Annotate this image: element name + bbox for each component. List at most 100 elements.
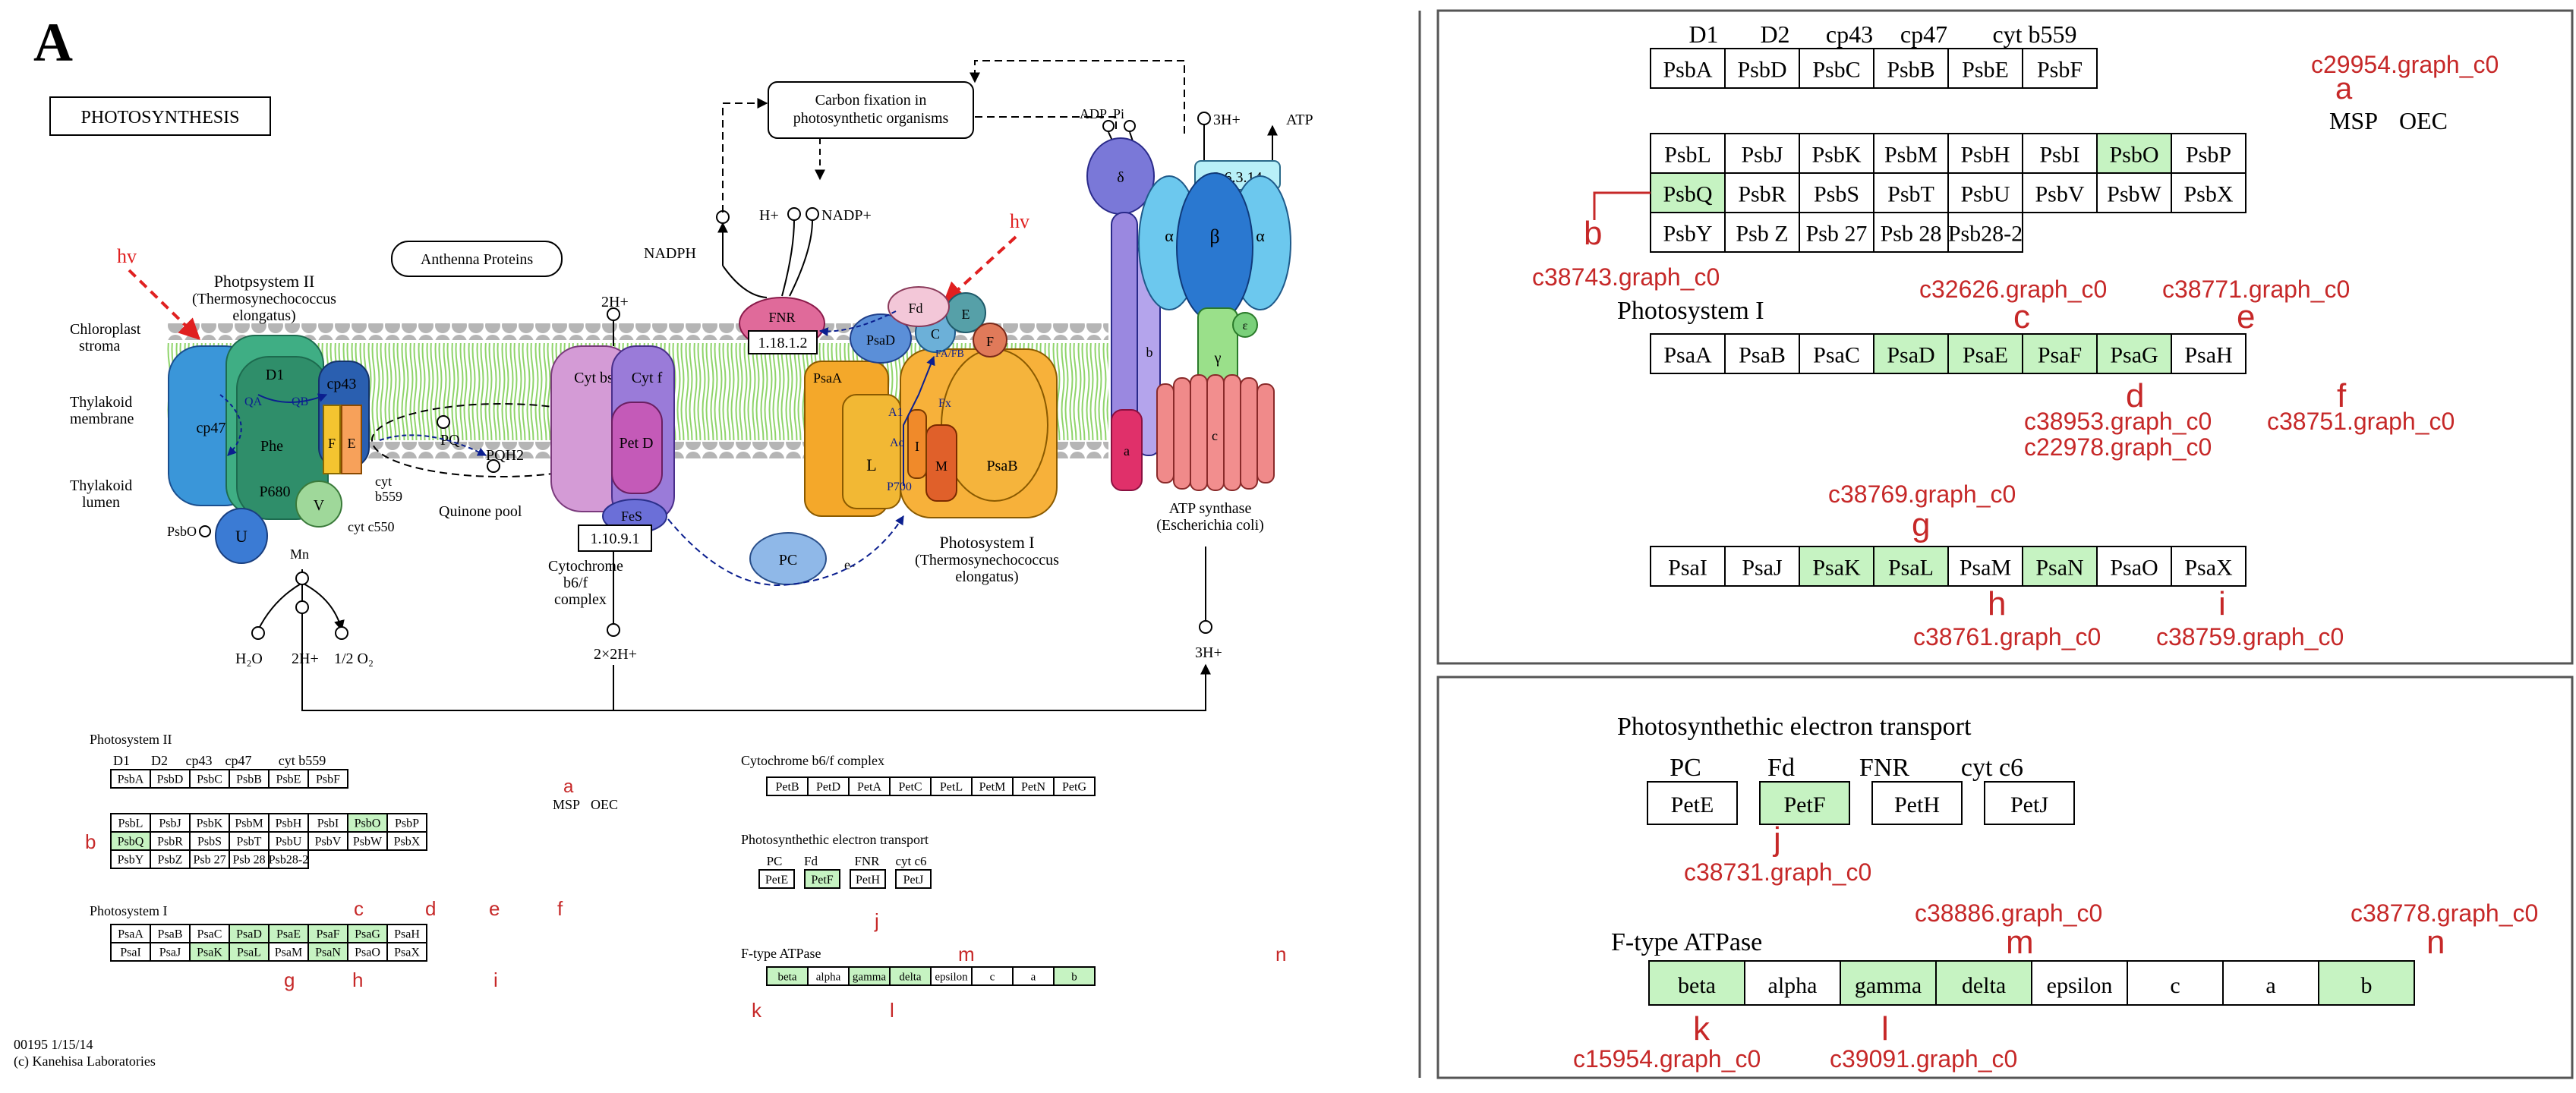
- psii-large-cell[interactable]: [1724, 133, 1800, 174]
- psi-small-cell[interactable]: [110, 924, 151, 943]
- psii-large-cell[interactable]: [2022, 172, 2098, 213]
- psii-small-cell[interactable]: [189, 769, 230, 789]
- psi-small-label: PsaC: [197, 928, 222, 940]
- psii-small-cell[interactable]: [307, 769, 348, 789]
- psii-small-cell[interactable]: [189, 831, 230, 851]
- psi-small-cell[interactable]: [110, 942, 151, 962]
- psii-small-cell[interactable]: [189, 849, 230, 869]
- cyt-small-cell[interactable]: [930, 776, 973, 796]
- psii-large-label: PsbM: [1884, 142, 1938, 167]
- psii-large-cell[interactable]: [1799, 133, 1874, 174]
- psii-small-cell[interactable]: [189, 813, 230, 833]
- cyt-small-cell[interactable]: [766, 776, 809, 796]
- psi-small-label: PsaG: [355, 928, 380, 940]
- atp-large-cell[interactable]: [2318, 960, 2415, 1006]
- psii-large-cell[interactable]: [1799, 48, 1874, 89]
- psi-small-label: PsaH: [394, 928, 420, 940]
- psii-large-cell[interactable]: [1650, 133, 1726, 174]
- atp-small-cell[interactable]: [971, 966, 1014, 986]
- psii-large-cell[interactable]: [1873, 212, 1949, 253]
- psii-large-cell[interactable]: [1650, 212, 1726, 253]
- psi-small-cell[interactable]: [386, 924, 427, 943]
- psii-small-cell[interactable]: [110, 813, 151, 833]
- psii-large-cell[interactable]: [2171, 172, 2247, 213]
- psi-small-cell[interactable]: [386, 942, 427, 962]
- atp-large-cell[interactable]: [1648, 960, 1745, 1006]
- annotation-b: b: [1584, 215, 1602, 252]
- atp-large-cell[interactable]: [1840, 960, 1937, 1006]
- psi-large-cell[interactable]: [2096, 546, 2172, 587]
- psii-small-label: PsbW: [353, 835, 383, 848]
- psi-large-cell[interactable]: [1724, 546, 1800, 587]
- atp-large-cell[interactable]: [2127, 960, 2224, 1006]
- psi-large-cell[interactable]: [2022, 333, 2098, 374]
- svg-text:c: c: [1212, 428, 1218, 443]
- svg-text:cyt c550: cyt c550: [348, 519, 394, 534]
- psi-large-cell[interactable]: [2171, 546, 2247, 587]
- svg-text:photosynthetic organisms: photosynthetic organisms: [793, 110, 949, 127]
- psii-small-cell[interactable]: [110, 769, 151, 789]
- psi-large-cell[interactable]: [1873, 333, 1949, 374]
- atp-large-label: delta: [1962, 973, 2006, 998]
- psii-large-cell[interactable]: [1799, 172, 1874, 213]
- pet-large-cell[interactable]: [1647, 781, 1738, 825]
- psi-large-label: PsaG: [2110, 342, 2158, 367]
- psi-small-cell[interactable]: [347, 924, 388, 943]
- psii-small-cell[interactable]: [150, 831, 191, 851]
- psii-large-cell[interactable]: [1873, 48, 1949, 89]
- psii-small-cell[interactable]: [307, 831, 348, 851]
- atp-small-cell[interactable]: [930, 966, 973, 986]
- psii-large-cell[interactable]: [1724, 48, 1800, 89]
- psi-large-cell[interactable]: [2096, 333, 2172, 374]
- pet-small-cell[interactable]: [804, 869, 840, 889]
- atp-large-cell[interactable]: [2222, 960, 2319, 1006]
- cyt-small-cell[interactable]: [1053, 776, 1096, 796]
- psi-large-cell[interactable]: [1947, 333, 2023, 374]
- psi-large-cell[interactable]: [2171, 333, 2247, 374]
- atp-small-cell[interactable]: [766, 966, 809, 986]
- pet-small-cell[interactable]: [850, 869, 886, 889]
- cyt-small-cell[interactable]: [971, 776, 1014, 796]
- psii-small-cell[interactable]: [268, 849, 309, 869]
- psi-large-cell[interactable]: [1947, 546, 2023, 587]
- psi-large-cell[interactable]: [1650, 546, 1726, 587]
- atp-small-cell[interactable]: [1053, 966, 1096, 986]
- cyt-small-cell[interactable]: [1012, 776, 1055, 796]
- psi-large-cell[interactable]: [2022, 546, 2098, 587]
- atp-small-cell[interactable]: [807, 966, 850, 986]
- pet-small-cell[interactable]: [758, 869, 795, 889]
- pet-small-cell[interactable]: [895, 869, 932, 889]
- psii-small-cell[interactable]: [268, 769, 309, 789]
- psii-large-cell[interactable]: [2022, 133, 2098, 174]
- psii-large-cell[interactable]: [1947, 172, 2023, 213]
- atp-small-label: c: [990, 971, 995, 983]
- psi-small-cell[interactable]: [347, 942, 388, 962]
- psii-large-cell[interactable]: [2022, 48, 2098, 89]
- psi-large-cell[interactable]: [1799, 333, 1874, 374]
- psi-large-cell[interactable]: [1650, 333, 1726, 374]
- svg-text:γ: γ: [1214, 350, 1222, 367]
- pet-large-cell[interactable]: [1871, 781, 1963, 825]
- pet-large-cell[interactable]: [1759, 781, 1850, 825]
- psi-small-label: PsaL: [237, 946, 261, 959]
- psii-large-cell[interactable]: [1947, 212, 2023, 253]
- psii-small-label: PsbL: [118, 817, 143, 830]
- atp-small-cell[interactable]: [1012, 966, 1055, 986]
- pet-large-cell[interactable]: [1984, 781, 2075, 825]
- atp-large-cell[interactable]: [2031, 960, 2128, 1006]
- psii-small-cell[interactable]: [150, 849, 191, 869]
- psii-large-cell[interactable]: [1724, 212, 1800, 253]
- psii-small-cell[interactable]: [110, 849, 151, 869]
- psii-large-cell[interactable]: [2171, 133, 2247, 174]
- psi-large-cell[interactable]: [1799, 546, 1874, 587]
- psi-small-cell[interactable]: [229, 924, 270, 943]
- psii-small-cell[interactable]: [150, 769, 191, 789]
- atp-large-cell[interactable]: [1744, 960, 1841, 1006]
- atp-large-cell[interactable]: [1935, 960, 2032, 1006]
- atp-small-cell[interactable]: [889, 966, 932, 986]
- psii-small-cell[interactable]: [386, 831, 427, 851]
- membrane-label-2: membrane: [70, 411, 134, 427]
- psi-small-cell[interactable]: [268, 942, 309, 962]
- cyt-small-cell[interactable]: [889, 776, 932, 796]
